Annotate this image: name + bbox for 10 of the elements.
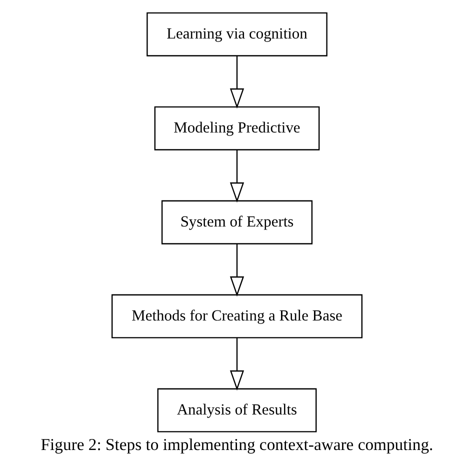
arrow [230, 338, 244, 391]
caption: Figure 2: Steps to implementing context-aware computing. [40, 434, 434, 454]
node-box: Learning via cognition [146, 12, 328, 56]
node-box: System of Experts [161, 200, 313, 244]
node-box: Analysis of Results [157, 388, 317, 432]
node-box: Methods for Creating a Rule Base [112, 294, 363, 338]
arrow [230, 56, 244, 109]
arrow [230, 244, 244, 297]
node-box: Modeling Predictive [154, 106, 320, 150]
arrow [230, 150, 244, 203]
